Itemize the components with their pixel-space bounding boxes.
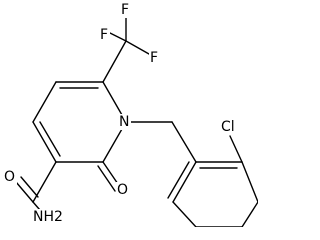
bond-cf3-f-right xyxy=(125,40,150,55)
bond-c4-c3 xyxy=(32,121,57,163)
bond-ch2-ar xyxy=(171,121,197,163)
bond-ar1-ar2-double xyxy=(167,161,190,199)
atom-n-ring: N xyxy=(119,114,129,130)
atom-cl: Cl xyxy=(221,119,235,135)
bond-ar2-ar3 xyxy=(172,201,197,227)
bond-camide-o-double xyxy=(20,176,39,198)
bond-ar6-cl xyxy=(229,135,243,163)
bond-c4-c3-double xyxy=(39,121,61,157)
bond-c5-c4 xyxy=(32,81,57,123)
atom-nh2-amide: NH2 xyxy=(33,209,63,225)
atom-o-amide: O xyxy=(4,169,15,185)
bond-cf3-f-left xyxy=(109,32,127,42)
atom-f-left: F xyxy=(100,27,108,43)
atom-f-right: F xyxy=(150,50,158,66)
atom-o-carbonyl: O xyxy=(117,182,128,198)
molecule-structure-diagram: F F F N O O NH2 Cl xyxy=(3,2,258,227)
bond-ar1-ar2 xyxy=(172,161,197,203)
bond-ar5-ar6 xyxy=(241,161,258,203)
bond-c2-o-double xyxy=(97,165,116,192)
atom-f-top: F xyxy=(121,2,129,18)
atom-label-layer: F F F N O O NH2 Cl xyxy=(3,2,242,227)
bond-camide-o xyxy=(15,181,34,203)
bond-ar4-ar5 xyxy=(241,201,258,227)
bond-c6-cf3 xyxy=(102,40,127,83)
